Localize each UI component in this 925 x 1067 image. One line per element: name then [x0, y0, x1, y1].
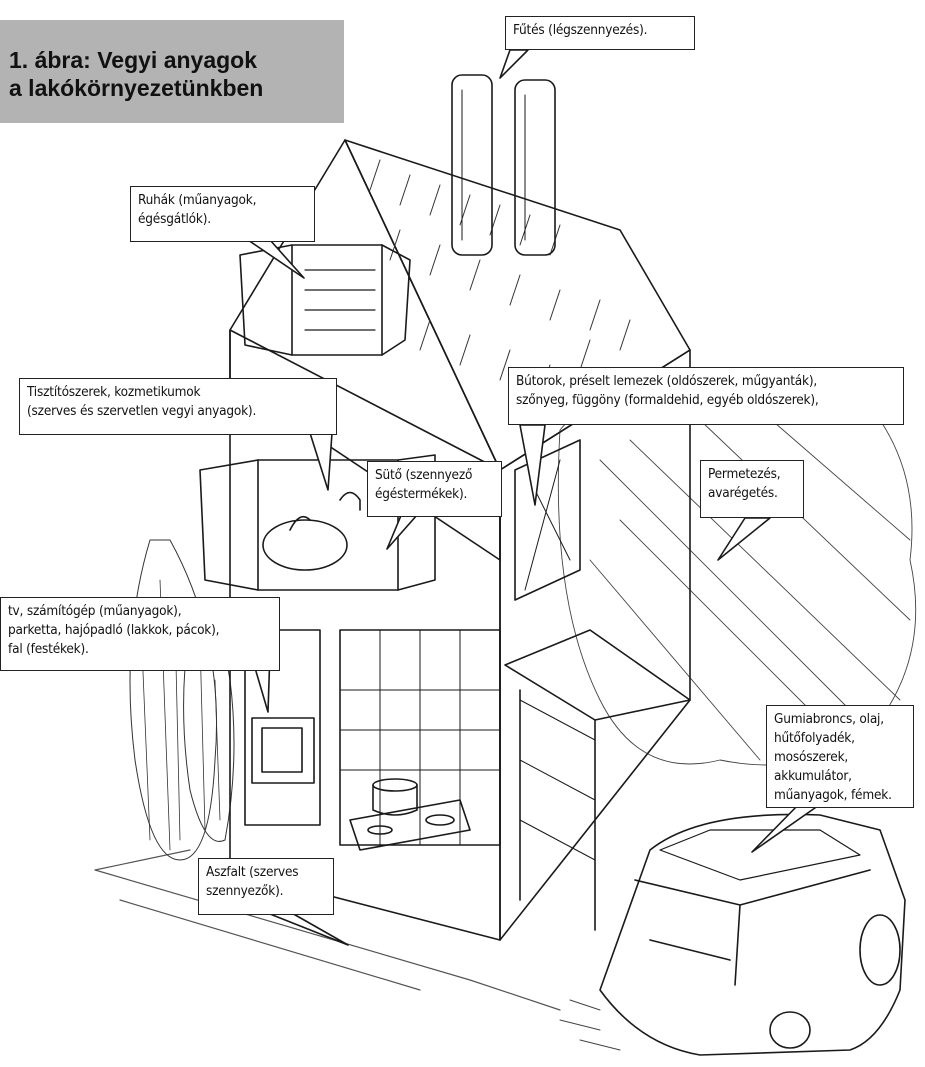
- figure-title-line-2: a lakókörnyezetünkben: [9, 74, 344, 102]
- callout-spraying: Permetezés, avarégetés.: [700, 460, 804, 518]
- callout-car-line-3: mosószerek,: [774, 748, 906, 767]
- callout-tv-line-2: parketta, hajópadló (lakkok, pácok),: [8, 621, 272, 640]
- callout-oven-line-1: Sütő (szennyező: [375, 466, 494, 485]
- callout-cleaning-line-1: Tisztítószerek, kozmetikumok: [27, 383, 329, 402]
- callout-oven: Sütő (szennyező égéstermékek).: [367, 461, 502, 517]
- callout-asphalt-line-1: Aszfalt (szerves: [206, 863, 326, 882]
- callout-furniture-line-2: szőnyeg, függöny (formaldehid, egyéb old…: [516, 391, 896, 410]
- callout-car-line-5: műanyagok, fémek.: [774, 786, 906, 805]
- callout-tv-floor-wall: tv, számítógép (műanyagok), parketta, ha…: [0, 597, 280, 671]
- callout-asphalt: Aszfalt (szerves szennyezők).: [198, 858, 334, 915]
- car: [560, 814, 905, 1055]
- callout-clothes-line-2: égésgátlók).: [138, 210, 307, 229]
- callout-asphalt-line-2: szennyezők).: [206, 882, 326, 901]
- figure-title: 1. ábra: Vegyi anyagok a lakókörnyezetün…: [0, 20, 344, 123]
- callout-clothes: Ruhák (műanyagok, égésgátlók).: [130, 186, 315, 242]
- callout-furniture: Bútorok, préselt lemezek (oldószerek, mű…: [508, 367, 904, 425]
- callout-spraying-line-2: avarégetés.: [708, 484, 796, 503]
- callout-cleaning-line-2: (szerves és szervetlen vegyi anyagok).: [27, 402, 329, 421]
- callout-tv-line-3: fal (festékek).: [8, 640, 272, 659]
- callout-spraying-line-1: Permetezés,: [708, 465, 796, 484]
- callout-car-line-4: akkumulátor,: [774, 767, 906, 786]
- callout-clothes-line-1: Ruhák (műanyagok,: [138, 191, 307, 210]
- callout-oven-line-2: égéstermékek).: [375, 485, 494, 504]
- trees-left: [130, 540, 234, 860]
- callout-car-materials: Gumiabroncs, olaj, hűtőfolyadék, mosósze…: [766, 705, 914, 808]
- callout-heating-text: Fűtés (légszennyezés).: [513, 21, 687, 40]
- callout-car-line-2: hűtőfolyadék,: [774, 729, 906, 748]
- callout-car-line-1: Gumiabroncs, olaj,: [774, 710, 906, 729]
- callout-tv-line-1: tv, számítógép (műanyagok),: [8, 602, 272, 621]
- figure-title-line-1: 1. ábra: Vegyi anyagok: [9, 46, 344, 74]
- callout-cleaning-agents: Tisztítószerek, kozmetikumok (szerves és…: [19, 378, 337, 435]
- callout-furniture-line-1: Bútorok, préselt lemezek (oldószerek, mű…: [516, 372, 896, 391]
- callout-heating: Fűtés (légszennyezés).: [505, 16, 695, 50]
